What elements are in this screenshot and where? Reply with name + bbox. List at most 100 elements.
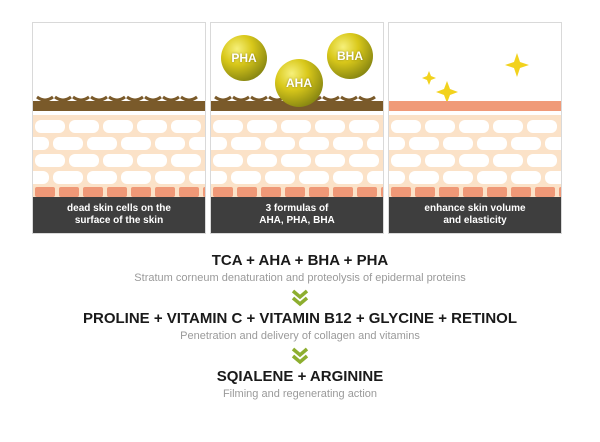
step-title: TCA + AHA + BHA + PHA (211, 252, 389, 269)
epidermis-cells (33, 115, 206, 199)
step-subtitle: Stratum corneum denaturation and proteol… (134, 272, 466, 284)
acid-bubble: PHA (221, 35, 267, 81)
step-subtitle: Penetration and delivery of collagen and… (180, 330, 420, 342)
skin-cell (299, 137, 329, 150)
skin-cell (231, 137, 261, 150)
basal-cell (131, 187, 151, 197)
step-title: PROLINE + VITAMIN C + VITAMIN B12 + GLYC… (83, 310, 517, 327)
skin-cell (493, 154, 523, 167)
skin-cell (33, 171, 49, 184)
skin-cell (155, 137, 185, 150)
skin-cell (527, 154, 557, 167)
skin-cell (367, 171, 383, 184)
basal-cell (179, 187, 199, 197)
skin-cell (35, 120, 65, 133)
skin-cell (69, 154, 99, 167)
skin-cell (561, 120, 562, 133)
skin-cell (493, 120, 523, 133)
skin-cell (425, 154, 455, 167)
skin-illustration (389, 53, 562, 199)
dead-skin-layer (33, 95, 205, 111)
skin-cell (121, 171, 151, 184)
basal-cell (487, 187, 507, 197)
skin-cell (265, 171, 295, 184)
skin-cell (425, 120, 455, 133)
skin-cell (409, 171, 439, 184)
skin-cell (315, 120, 345, 133)
skin-cell (35, 154, 65, 167)
basal-cell (261, 187, 281, 197)
skin-cell (477, 171, 507, 184)
skin-cell (189, 137, 205, 150)
acid-bubble: AHA (275, 59, 323, 107)
skin-cell (545, 171, 561, 184)
skin-cell (281, 120, 311, 133)
panel-dead-skin: dead skin cells on the surface of the sk… (32, 22, 206, 234)
fresh-skin-layer (389, 101, 561, 111)
skin-cell (545, 137, 561, 150)
skin-cell (349, 120, 379, 133)
basal-cell (237, 187, 257, 197)
basal-cell (463, 187, 483, 197)
skin-cell (205, 154, 206, 167)
caption-line: surface of the skin (74, 215, 164, 226)
skin-cell (211, 137, 227, 150)
basal-cell (203, 187, 205, 197)
acid-bubble: BHA (327, 33, 373, 79)
skin-cell (349, 154, 379, 167)
skin-cell (137, 120, 167, 133)
basal-cell (357, 187, 377, 197)
skin-cell (333, 171, 363, 184)
skin-cell (211, 171, 227, 184)
skin-cell (189, 171, 205, 184)
basal-cell (83, 187, 103, 197)
skin-cell (511, 171, 541, 184)
skin-cell (367, 137, 383, 150)
chevron-down-icon (291, 289, 309, 307)
skin-cell (333, 137, 363, 150)
skin-cell (281, 154, 311, 167)
skin-cell (511, 137, 541, 150)
ingredient-steps: TCA + AHA + BHA + PHA Stratum corneum de… (0, 252, 600, 401)
skin-cell (477, 137, 507, 150)
caption-line: and elasticity (443, 215, 507, 226)
panel-formulas: PHA AHA BHA 3 formulas of AHA, PHA, BHA (210, 22, 384, 234)
basal-cell (511, 187, 531, 197)
panel-result: enhance skin volume and elasticity (388, 22, 562, 234)
bubble-label: BHA (337, 49, 363, 63)
basal-cell (285, 187, 305, 197)
caption-line: 3 formulas of (265, 203, 329, 214)
basal-cell (59, 187, 79, 197)
basal-cell (535, 187, 555, 197)
basal-cell (415, 187, 435, 197)
step-3: SQIALENE + ARGININE Filming and regenera… (0, 368, 600, 401)
skin-cell (53, 137, 83, 150)
skin-cell (383, 120, 384, 133)
skin-illustration (33, 95, 206, 199)
skin-cell (299, 171, 329, 184)
skin-cell (205, 120, 206, 133)
caption-line: enhance skin volume (424, 203, 526, 214)
skin-cell (383, 154, 384, 167)
skin-cell (103, 120, 133, 133)
chevron-down-icon (291, 347, 309, 365)
skin-cell (389, 137, 405, 150)
skin-cell (247, 154, 277, 167)
basal-cell (559, 187, 561, 197)
panel-caption: dead skin cells on the surface of the sk… (33, 197, 205, 233)
caption-line: dead skin cells on the (67, 203, 171, 214)
panel-caption: enhance skin volume and elasticity (389, 197, 561, 233)
skin-cell (33, 137, 49, 150)
skin-cell (459, 120, 489, 133)
skin-cell (443, 137, 473, 150)
skin-cell (213, 120, 243, 133)
sparkle-icon (422, 53, 529, 103)
basal-cell (381, 187, 383, 197)
skin-cell (443, 171, 473, 184)
skin-cell (171, 154, 201, 167)
skin-cell (391, 154, 421, 167)
epidermis-cells (211, 115, 384, 199)
skin-cell (155, 171, 185, 184)
panel-caption: 3 formulas of AHA, PHA, BHA (211, 197, 383, 233)
basal-cell (155, 187, 175, 197)
